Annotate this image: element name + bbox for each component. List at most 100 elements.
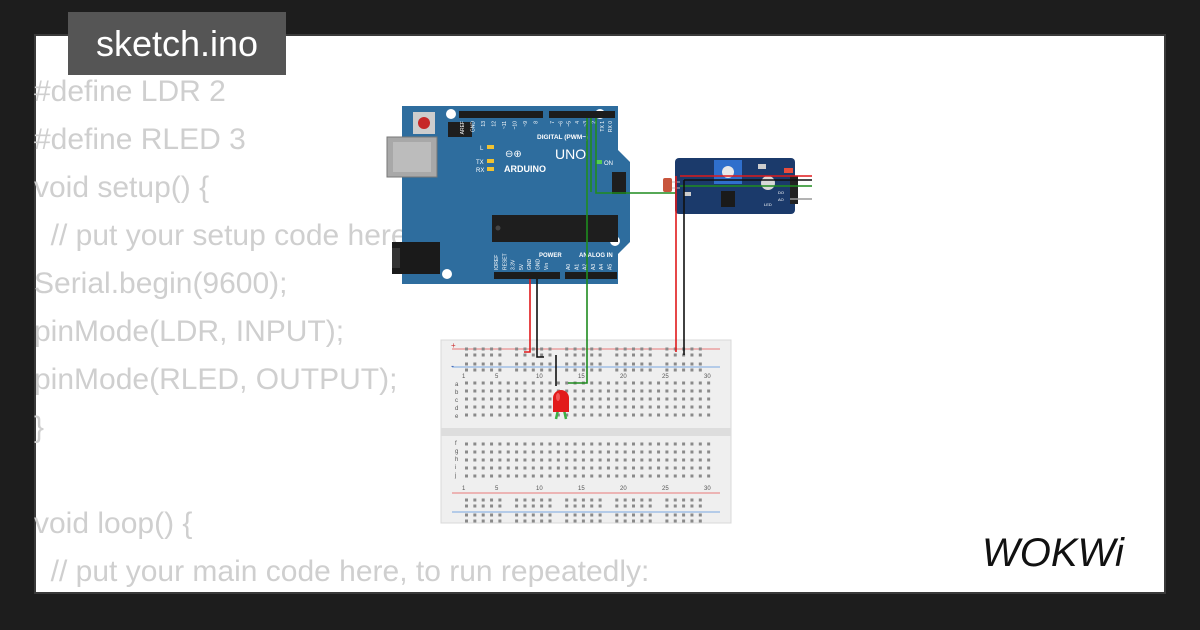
breadboard-hole [473,347,477,351]
breadboard-hole [665,405,669,409]
breadboard-hole [473,466,477,470]
breadboard-hole [490,450,494,454]
breadboard-hole [648,397,652,401]
smd-component [684,192,691,196]
breadboard-hole [682,442,686,446]
wire-green[interactable] [595,118,675,194]
breadboard-hole [515,504,519,508]
breadboard-hole [531,381,535,385]
module-do-label: DO [778,190,784,195]
breadboard-hole [473,362,477,366]
breadboard-hole [665,513,669,517]
breadboard-hole [632,458,635,462]
breadboard-hole [690,347,694,351]
breadboard-hole [690,405,694,409]
module-ao-label: AO [778,197,784,202]
breadboard-hole [531,397,535,401]
breadboard-hole [540,474,544,478]
wire-red[interactable] [524,279,531,353]
breadboard-hole [648,450,652,454]
breadboard-hole [465,368,468,372]
breadboard-hole [606,397,610,401]
breadboard-hole [565,347,569,351]
breadboard-hole [481,442,485,446]
breadboard-hole [623,347,627,351]
breadboard-hole [698,362,702,366]
wire-green[interactable] [568,118,588,384]
breadboard-hole [498,413,502,417]
wokwi-logo[interactable]: WOKWi [978,528,1148,578]
red-led[interactable] [553,390,569,420]
breadboard-hole [615,413,619,417]
code-line: Serial.begin(9600); [34,267,288,300]
breadboard-hole [690,381,694,385]
wires [524,118,812,386]
breadboard-hole [665,466,669,470]
breadboard-hole [573,368,577,372]
breadboard-hole [690,513,694,517]
breadboard-hole [573,353,577,357]
breadboard-hole [465,458,468,462]
breadboard-hole [581,413,585,417]
breadboard-hole [648,413,652,417]
breadboard-hole [632,519,635,523]
breadboard-hole [540,353,544,357]
wire-black[interactable] [536,279,544,358]
breadboard-hole [498,347,502,351]
breadboard-hole [615,519,619,523]
breadboard-hole [481,353,485,357]
file-tab-sketch[interactable]: sketch.ino [68,12,286,75]
breadboard-hole [481,474,485,478]
breadboard-hole [581,466,585,470]
breadboard-hole [515,458,519,462]
breadboard-hole [707,474,711,478]
breadboard-hole [707,413,711,417]
breadboard-hole [632,450,635,454]
breadboard-hole [665,498,669,502]
breadboard-hole [648,458,652,462]
breadboard-hole [531,389,535,393]
breadboard-hole [531,450,535,454]
breadboard-hole [665,389,669,393]
breadboard-hole [531,347,535,351]
breadboard-col-label: 1 [462,486,466,492]
breadboard-hole [531,405,535,409]
arduino-logo-icon: ⊖⊕ [505,149,522,160]
breadboard-hole [615,504,619,508]
breadboard-hole [698,353,702,357]
breadboard-hole [465,397,468,401]
breadboard-hole [640,498,644,502]
smd-component [758,164,766,169]
breadboard-hole [481,504,485,508]
breadboard-hole [590,519,594,523]
breadboard-hole [615,397,619,401]
breadboard-hole [590,381,594,385]
breadboard-hole [657,458,661,462]
pin-label: A3 [591,264,597,270]
breadboard-hole [673,353,677,357]
breadboard[interactable]: + - 1 5 10 15 20 25 30 1 5 10 15 20 25 3… [440,339,732,524]
atmega-chip [492,215,618,242]
breadboard-hole [473,389,477,393]
breadboard-hole [657,450,661,454]
breadboard-hole [556,466,560,470]
breadboard-hole [548,405,552,409]
breadboard-col-label: 20 [620,374,627,380]
breadboard-hole [665,413,669,417]
led-rx-indicator [487,167,494,171]
breadboard-hole [590,405,594,409]
breadboard-hole [523,389,527,393]
breadboard-hole [498,513,502,517]
breadboard-hole [590,347,594,351]
breadboard-hole [540,413,544,417]
breadboard-hole [573,466,577,470]
breadboard-hole [682,413,686,417]
led-body [553,390,569,412]
pin-label: A0 [566,264,572,270]
breadboard-hole [698,498,702,502]
breadboard-hole [540,504,544,508]
breadboard-hole [540,466,544,470]
breadboard-hole [682,519,686,523]
